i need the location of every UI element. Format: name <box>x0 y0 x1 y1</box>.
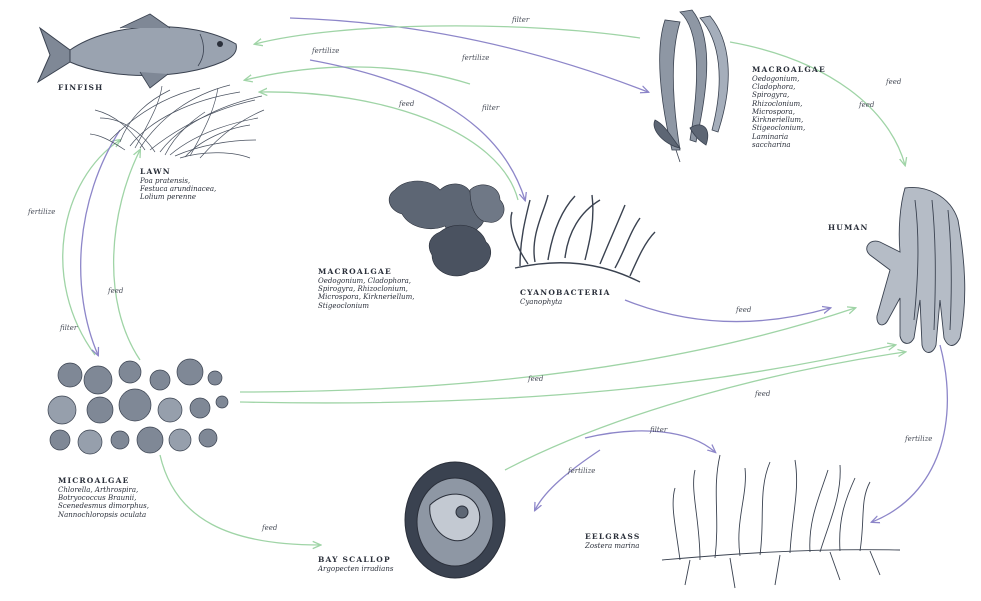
flow-label-fertilize-human: fertilize <box>905 435 932 443</box>
macroalgae-top-species-7: Stigeoclonium, <box>752 124 826 132</box>
macroalgae-top-species-1: Oedogonium, <box>752 75 826 83</box>
lawn-species-3: Lolium perenne <box>140 193 216 201</box>
macroalgae-center-species-4: Stigeoclonium <box>318 302 414 310</box>
arrow-fertilize-left <box>63 140 120 355</box>
flow-label-feed-micro: feed <box>528 375 543 383</box>
microalgae-illustration <box>48 359 228 454</box>
bay-scallop-species-1: Argopecten irradians <box>318 565 393 573</box>
arrow-feed-cyano-human <box>625 300 830 322</box>
flow-label-feed-left: feed <box>108 287 123 295</box>
microalgae-species-3: Scenedesmus dimorphus, <box>58 502 149 510</box>
microalgae-species-2: Botryococcus Braunii, <box>58 494 149 502</box>
bay-scallop-label: BAY SCALLOP Argopecten irradians <box>318 556 393 573</box>
macroalgae-center-label: MACROALGAE Oedogonium, Cladophora, Spiro… <box>318 268 414 310</box>
macroalgae-top-label: MACROALGAE Oedogonium, Cladophora, Spiro… <box>752 66 826 149</box>
finfish-illustration <box>38 14 236 88</box>
macroalgae-top-species-2: Cladophora, <box>752 83 826 91</box>
flow-label-feed-scallop: feed <box>262 524 277 532</box>
flow-label-feed-cyano: feed <box>736 306 751 314</box>
cyanobacteria-species-1: Cyanophyta <box>520 298 611 306</box>
cyanobacteria-label: CYANOBACTERIA Cyanophyta <box>520 289 611 306</box>
macroalgae-center-title: MACROALGAE <box>318 268 414 277</box>
cyanobacteria-title: CYANOBACTERIA <box>520 289 611 298</box>
macroalgae-top-illustration <box>654 10 728 162</box>
macroalgae-top-species-3: Spirogyra, <box>752 91 826 99</box>
flow-label-filter-left: filter <box>60 324 77 332</box>
arrow-fertilize-eel-scallop <box>535 450 600 510</box>
flow-label-feed-human1: feed <box>886 78 901 86</box>
arrow-feed-scallop-human <box>505 352 905 470</box>
flow-label-filter-top: filter <box>512 16 529 24</box>
flow-label-fertilize-top2: fertilize <box>462 54 489 62</box>
bay-scallop-title: BAY SCALLOP <box>318 556 393 565</box>
arrow-feed-lawn <box>260 92 518 200</box>
arrow-feed-micro-human-2 <box>240 345 895 403</box>
flow-label-filter-mid: filter <box>482 104 499 112</box>
macroalgae-top-title: MACROALGAE <box>752 66 826 75</box>
arrow-filter-cyano <box>310 60 525 200</box>
macroalgae-center-species-2: Spirogyra, Rhizoclonium, <box>318 285 414 293</box>
arrow-fertilize-lawn <box>245 67 470 84</box>
eelgrass-illustration <box>662 455 900 588</box>
human-label: HUMAN <box>828 224 869 233</box>
macroalgae-center-species-3: Microspora, Kirkneriellum, <box>318 293 414 301</box>
flow-label-fertilize-eel: fertilize <box>568 467 595 475</box>
flow-label-feed-lawn: feed <box>399 100 414 108</box>
macroalgae-top-species-4: Rhizoclonium, <box>752 100 826 108</box>
eelgrass-species-1: Zostera marina <box>585 542 640 550</box>
finfish-label: FINFISH <box>58 84 103 93</box>
flow-label-fertilize-left: fertilize <box>28 208 55 216</box>
lawn-illustration <box>90 85 264 158</box>
finfish-title: FINFISH <box>58 84 103 93</box>
macroalgae-top-species-6: Kirkneriellum, <box>752 116 826 124</box>
lawn-label: LAWN Poa pratensis, Festuca arundinacea,… <box>140 168 216 202</box>
macroalgae-center-illustration <box>389 181 504 276</box>
flow-label-feed-human2: feed <box>859 101 874 109</box>
eelgrass-label: EELGRASS Zostera marina <box>585 533 640 550</box>
microalgae-title: MICROALGAE <box>58 477 149 486</box>
macroalgae-center-species-1: Oedogonium, Cladophora, <box>318 277 414 285</box>
microalgae-label: MICROALGAE Chlorella, Arthrospira, Botry… <box>58 477 149 519</box>
flow-label-filter-eel: filter <box>650 426 667 434</box>
arrow-feed-scallop <box>160 455 320 545</box>
arrow-feed-left <box>114 150 140 360</box>
lawn-species-2: Festuca arundinacea, <box>140 185 216 193</box>
flow-label-feed-human-low: feed <box>755 390 770 398</box>
bay-scallop-illustration <box>405 462 505 578</box>
arrow-filter-eel <box>585 431 715 452</box>
eelgrass-title: EELGRASS <box>585 533 640 542</box>
lawn-title: LAWN <box>140 168 216 177</box>
macroalgae-top-species-8: Laminaria <box>752 133 826 141</box>
flow-label-fertilize-top1: fertilize <box>312 47 339 55</box>
lawn-species-1: Poa pratensis, <box>140 177 216 185</box>
macroalgae-top-species-5: Microspora, <box>752 108 826 116</box>
microalgae-species-4: Nannochloropsis oculata <box>58 511 149 519</box>
human-hand-illustration <box>867 187 965 352</box>
human-title: HUMAN <box>828 224 869 233</box>
macroalgae-top-species-9: saccharina <box>752 141 826 149</box>
microalgae-species-1: Chlorella, Arthrospira, <box>58 486 149 494</box>
arrow-fertilize-human-eel <box>872 345 947 522</box>
cyanobacteria-illustration <box>511 195 655 282</box>
